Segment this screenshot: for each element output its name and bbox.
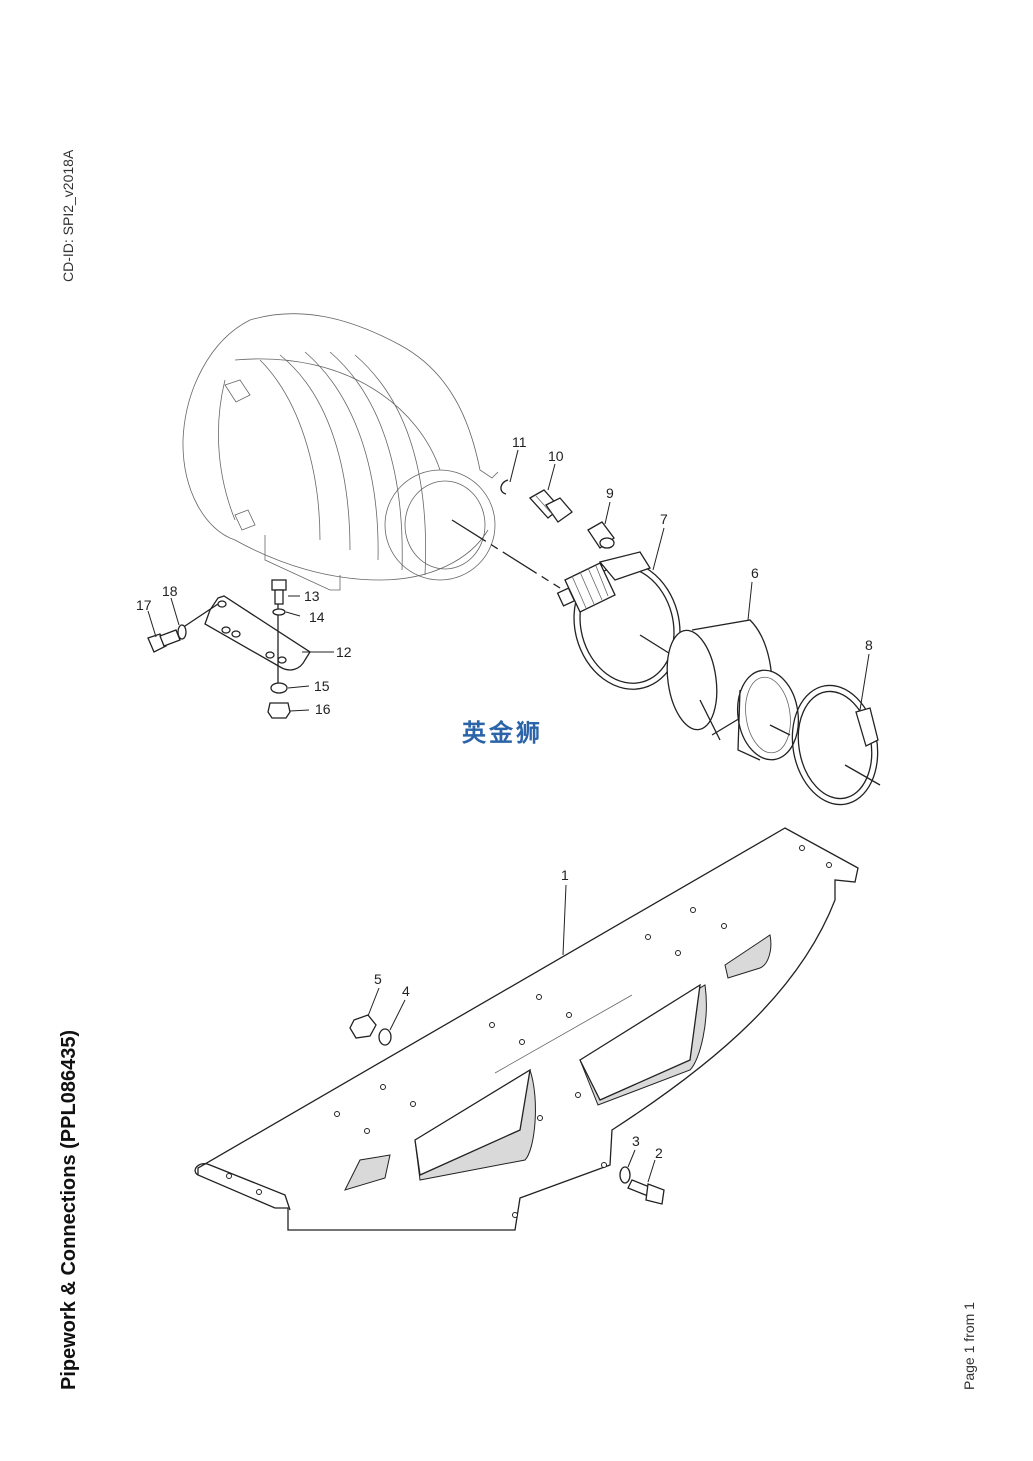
nut-part-5 — [349, 1014, 377, 1039]
callout-15: 15 — [314, 678, 330, 694]
mounting-plate-part-1 — [194, 827, 859, 1231]
bolt-part-17 — [147, 629, 181, 653]
callout-1: 1 — [561, 867, 569, 883]
adaptor-part-10 — [528, 489, 573, 523]
callout-18: 18 — [162, 583, 178, 599]
washer-part-15 — [270, 682, 288, 694]
callout-7: 7 — [660, 511, 668, 527]
axis-line — [451, 519, 561, 589]
clamp-part-8 — [791, 684, 881, 806]
nut-part-9 — [587, 521, 615, 549]
callout-14: 14 — [309, 609, 325, 625]
callout-2: 2 — [655, 1145, 663, 1161]
air-cleaner-body — [182, 313, 499, 591]
callout-12: 12 — [336, 644, 352, 660]
bolt-part-13 — [271, 579, 287, 605]
callout-3: 3 — [632, 1133, 640, 1149]
washer-part-3 — [619, 1166, 631, 1184]
o-ring-part-11 — [500, 479, 509, 495]
nut-part-16 — [267, 702, 291, 719]
hose-clamp-part-7 — [556, 551, 681, 690]
reducer-hose-part-6 — [666, 619, 800, 761]
washer-part-18 — [177, 624, 187, 640]
callout-8: 8 — [865, 637, 873, 653]
callout-9: 9 — [606, 485, 614, 501]
callout-labels: 1 2 3 4 5 6 7 8 9 10 11 12 13 14 15 16 1… — [136, 434, 873, 1161]
callout-5: 5 — [374, 971, 382, 987]
callout-10: 10 — [548, 448, 564, 464]
bracket-part-12 — [181, 595, 311, 690]
washer-part-4 — [378, 1028, 392, 1046]
callout-16: 16 — [315, 701, 331, 717]
callout-17: 17 — [136, 597, 152, 613]
callout-6: 6 — [751, 565, 759, 581]
leader-lines — [147, 449, 870, 1183]
callout-4: 4 — [402, 983, 410, 999]
bolt-part-2 — [627, 1179, 665, 1205]
watermark-text: 英金狮 — [462, 720, 543, 747]
callout-11: 11 — [512, 434, 527, 450]
washer-part-14 — [272, 608, 286, 616]
callout-13: 13 — [304, 588, 320, 604]
